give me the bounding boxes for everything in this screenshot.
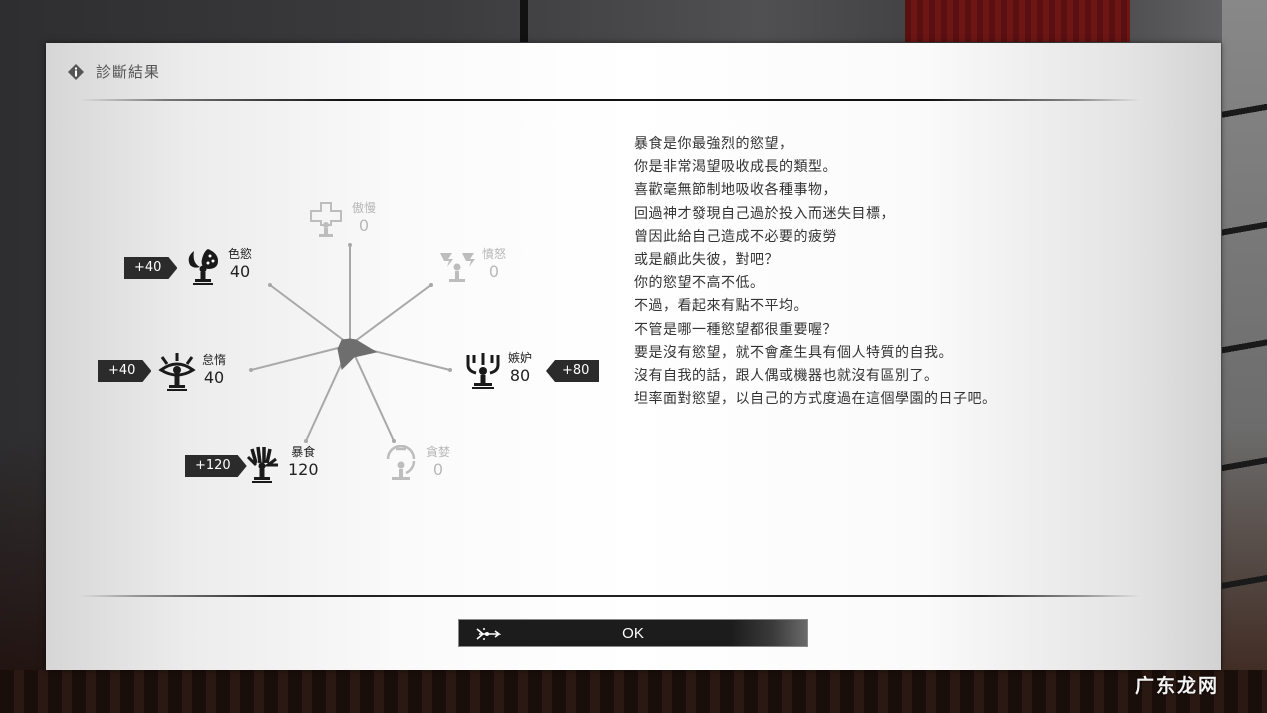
header-divider (80, 99, 1140, 101)
stat-lust-name: 色慾 (228, 247, 253, 261)
background-curtain (905, 0, 1130, 42)
eye-chalice-icon (158, 353, 196, 391)
winged-arrow-icon (476, 628, 501, 640)
ok-button-label: OK (622, 625, 644, 642)
stat-sloth-value: 40 (203, 368, 225, 387)
description-line: 你的慾望不高不低。 (634, 275, 765, 292)
stat-sloth: 怠惰 40 (158, 353, 226, 393)
stat-greed: 貪婪 0 (382, 445, 450, 485)
background-window (1222, 0, 1267, 713)
coin-chalice-icon (386, 445, 416, 480)
dialog-title: 診斷結果 (96, 63, 161, 81)
stat-envy-name: 嫉妒 (508, 351, 533, 365)
footer-divider (80, 595, 1140, 597)
stat-gluttony: 暴食 120 (244, 445, 319, 485)
stat-wrath-name: 憤怒 (482, 247, 507, 261)
stat-lust: 色慾 40 (184, 247, 252, 287)
stat-lust-value: 40 (229, 262, 251, 281)
watermark-text: 广东龙网 (1135, 675, 1220, 697)
dialog-header: 診斷結果 (68, 61, 160, 82)
cross-chalice-icon (310, 202, 342, 237)
description-line: 或是顧此失彼，對吧？ (634, 252, 779, 269)
background-floor (0, 670, 1267, 713)
stat-greed-name: 貪婪 (426, 445, 451, 459)
description-line: 曾因此給自己造成不必要的疲勞 (634, 228, 837, 245)
stat-greed-value: 0 (432, 460, 444, 479)
description-line: 喜歡毫無節制地吸收各種事物， (634, 182, 837, 199)
stat-gluttony-bonus-tag: +120 (185, 455, 247, 477)
description-line: 沒有自我的話，跟人偶或機器也就沒有區別了。 (634, 368, 939, 385)
antler-chalice-icon (466, 353, 500, 389)
stat-lust-bonus-tag: +40 (124, 257, 177, 279)
flame-chalice-icon (188, 249, 218, 285)
description-line: 你是非常渴望吸收成長的類型。 (634, 159, 837, 176)
background-pillar (520, 0, 528, 42)
diagnosis-description: 暴食是你最強烈的慾望， 你是非常渴望吸收成長的類型。 喜歡毫無節制地吸收各種事物… (634, 133, 1094, 411)
stat-pride-value: 0 (358, 216, 370, 235)
lightning-chalice-icon (440, 253, 475, 282)
stat-pride-name: 傲慢 (352, 201, 377, 215)
description-line: 不管是哪一種慾望都很重要喔？ (634, 321, 837, 338)
radar-axis-endpoints (249, 243, 452, 443)
radar-axes (250, 245, 451, 442)
stat-sloth-bonus-tag: +40 (98, 360, 151, 382)
radar-value-shape (337, 338, 378, 371)
stat-envy-value: 80 (509, 366, 531, 385)
diamond-info-icon (68, 63, 84, 80)
description-line: 要是沒有慾望，就不會產生具有個人特質的自我。 (634, 344, 953, 361)
stat-gluttony-name: 暴食 (291, 445, 316, 459)
description-line: 不過，看起來有點不平均。 (634, 298, 808, 315)
stat-wrath-value: 0 (488, 262, 500, 281)
stat-sloth-name: 怠惰 (202, 353, 227, 367)
stat-envy-bonus-tag: +80 (546, 360, 600, 382)
description-line: 坦率面對慾望，以自己的方式度過在這個學園的日子吧。 (634, 391, 997, 408)
description-line: 暴食是你最強烈的慾望， (634, 136, 794, 152)
stat-pride: 傲慢 0 (308, 201, 376, 241)
diagnosis-dialog: 診斷結果 (46, 43, 1221, 670)
stat-envy: 嫉妒 80 (464, 351, 532, 391)
description-line: 回過神才發現自己過於投入而迷失目標， (634, 205, 895, 222)
fan-chalice-icon (246, 446, 278, 483)
stat-gluttony-value: 120 (288, 460, 319, 479)
ok-button[interactable]: OK (458, 619, 808, 647)
stat-wrath: 憤怒 0 (438, 247, 506, 287)
